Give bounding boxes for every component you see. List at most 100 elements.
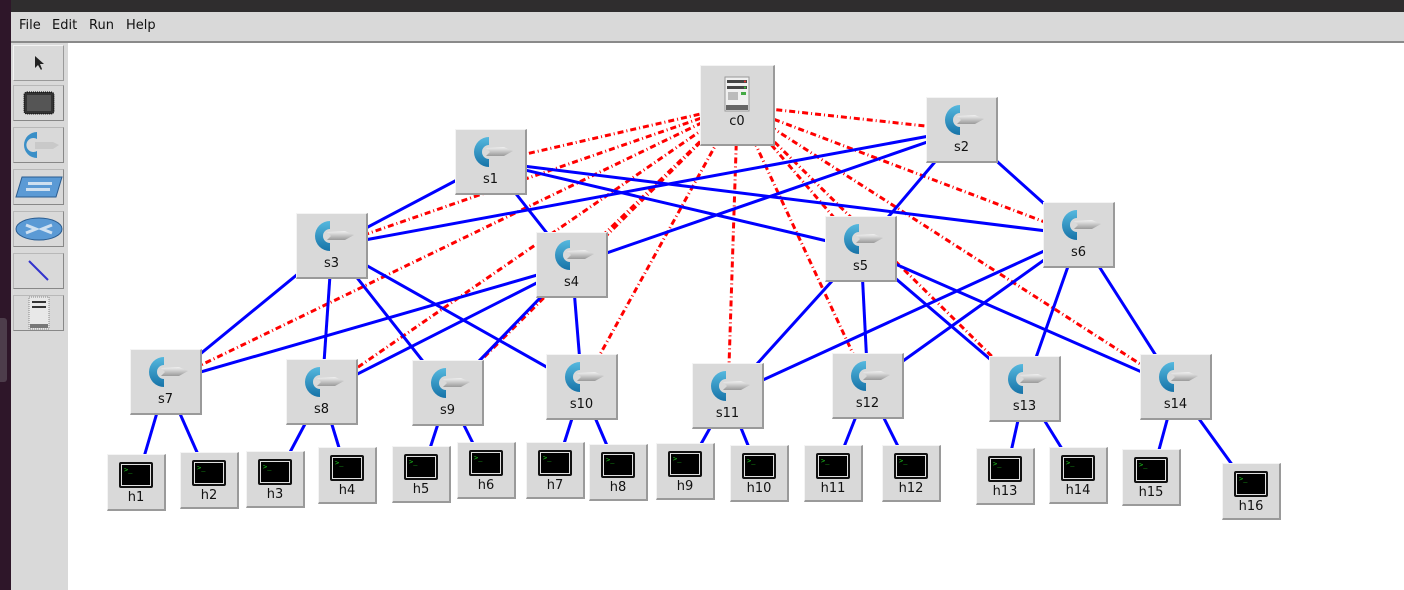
switch-s5[interactable]: s5 (825, 216, 897, 282)
terminal-icon (192, 460, 226, 486)
control-link-c0-s6[interactable] (736, 104, 1080, 237)
host-h1[interactable]: h1 (107, 454, 166, 511)
control-link-c0-s10[interactable] (580, 104, 739, 388)
host-h13[interactable]: h13 (976, 448, 1035, 505)
switch-s1[interactable]: s1 (455, 129, 527, 195)
terminal-icon (258, 459, 292, 485)
node-label: s3 (323, 256, 340, 271)
tool-palette (11, 43, 68, 590)
control-link-c0-s14[interactable] (736, 104, 1177, 389)
openflow-switch-icon (430, 368, 470, 398)
control-link-c0-s8[interactable] (321, 104, 739, 394)
controller-c0[interactable]: c0 (700, 65, 775, 146)
data-link-s3-s10[interactable] (331, 244, 583, 389)
data-link-s4-s7[interactable] (165, 263, 573, 384)
switch-s3[interactable]: s3 (296, 213, 368, 279)
switch-s11[interactable]: s11 (692, 363, 764, 429)
legacy-router-icon (15, 217, 63, 241)
openflow-switch-icon (473, 137, 513, 167)
switch-s8[interactable]: s8 (286, 359, 358, 425)
switch-s4[interactable]: s4 (536, 232, 608, 298)
host-h12[interactable]: h12 (882, 445, 941, 502)
data-link-s2-s3[interactable] (331, 128, 963, 248)
node-label: h11 (820, 481, 846, 496)
terminal-icon (1234, 471, 1268, 497)
data-link-s4-s8[interactable] (321, 263, 573, 394)
netlink-tool-button[interactable] (13, 253, 64, 289)
switch-tool-button[interactable] (13, 127, 64, 163)
controller-tool-button[interactable] (13, 295, 64, 331)
openflow-switch-icon (1007, 364, 1047, 394)
host-h7[interactable]: h7 (526, 442, 585, 499)
terminal-icon (330, 455, 364, 481)
switch-s9[interactable]: s9 (412, 360, 484, 426)
terminal-icon (601, 452, 635, 478)
legacy-router-tool-button[interactable] (13, 211, 64, 247)
data-link-s2-s4[interactable] (571, 128, 963, 267)
control-link-c0-s3[interactable] (331, 104, 738, 248)
node-label: h1 (127, 490, 145, 505)
switch-s12[interactable]: s12 (832, 353, 904, 419)
menu-file[interactable]: File (19, 18, 41, 33)
terminal-icon (469, 450, 503, 476)
control-link-c0-s13[interactable] (736, 104, 1027, 391)
host-h2[interactable]: h2 (180, 452, 239, 509)
topology-canvas[interactable]: c0s1s2s3s4s5s6s7s8s9s10s11s12s13s14h1h2h… (68, 43, 1404, 590)
openflow-switch-icon (850, 361, 890, 391)
data-link-s1-s6[interactable] (490, 160, 1080, 237)
node-label: h13 (992, 484, 1018, 499)
host-h3[interactable]: h3 (246, 451, 305, 508)
switch-s14[interactable]: s14 (1140, 354, 1212, 420)
host-h4[interactable]: h4 (318, 447, 377, 504)
switch-s6[interactable]: s6 (1043, 202, 1115, 268)
host-h11[interactable]: h11 (804, 445, 863, 502)
terminal-icon (988, 456, 1022, 482)
host-h15[interactable]: h15 (1122, 449, 1181, 506)
menu-edit[interactable]: Edit (52, 18, 78, 33)
node-label: s4 (563, 275, 580, 290)
openflow-switch-icon (314, 221, 354, 251)
host-h9[interactable]: h9 (656, 443, 715, 500)
terminal-icon (1061, 455, 1095, 481)
terminal-icon (1134, 457, 1168, 483)
node-label: h7 (546, 478, 564, 493)
control-link-c0-s7[interactable] (165, 104, 739, 384)
menu-help[interactable]: Help (126, 18, 156, 33)
node-label: s2 (953, 140, 970, 155)
control-link-c0-s11[interactable] (726, 105, 739, 397)
openflow-switch-icon (710, 371, 750, 401)
terminal-icon (894, 453, 928, 479)
host-h14[interactable]: h14 (1049, 447, 1108, 504)
switch-s10[interactable]: s10 (546, 354, 618, 420)
node-label: s8 (313, 402, 330, 417)
node-label: h12 (898, 481, 924, 496)
host-h10[interactable]: h10 (730, 445, 789, 502)
host-h6[interactable]: h6 (457, 442, 516, 499)
terminal-icon (816, 453, 850, 479)
data-link-s1-s5[interactable] (490, 160, 862, 251)
menu-run[interactable]: Run (89, 18, 114, 33)
switch-s13[interactable]: s13 (989, 356, 1061, 422)
node-label: h9 (676, 479, 694, 494)
node-label: c0 (729, 114, 745, 129)
terminal-icon (404, 454, 438, 480)
switch-s2[interactable]: s2 (926, 97, 998, 163)
switch-s7[interactable]: s7 (130, 349, 202, 415)
legacy-switch-tool-button[interactable] (13, 169, 64, 205)
select-tool-button[interactable] (13, 45, 64, 81)
terminal-icon (538, 450, 572, 476)
host-h5[interactable]: h5 (392, 446, 451, 503)
host-tool-button[interactable] (13, 85, 64, 121)
legacy-switch-icon (15, 176, 63, 198)
node-label: s10 (569, 397, 594, 412)
dock-handle (0, 318, 7, 382)
openflow-switch-icon (1061, 210, 1101, 240)
control-link-c0-s1[interactable] (490, 104, 738, 164)
host-h8[interactable]: h8 (589, 444, 648, 501)
openflow-switch-icon (554, 240, 594, 270)
miniedit-window: File Edit Run Help c0 s1 s2 s3 s4 s5 s6 s7 s8 s9 s… (11, 12, 1404, 590)
openflow-switch-icon (564, 362, 604, 392)
data-link-s5-s14[interactable] (860, 247, 1177, 389)
host-h16[interactable]: h16 (1222, 463, 1281, 520)
data-link-s6-s11[interactable] (727, 233, 1080, 398)
